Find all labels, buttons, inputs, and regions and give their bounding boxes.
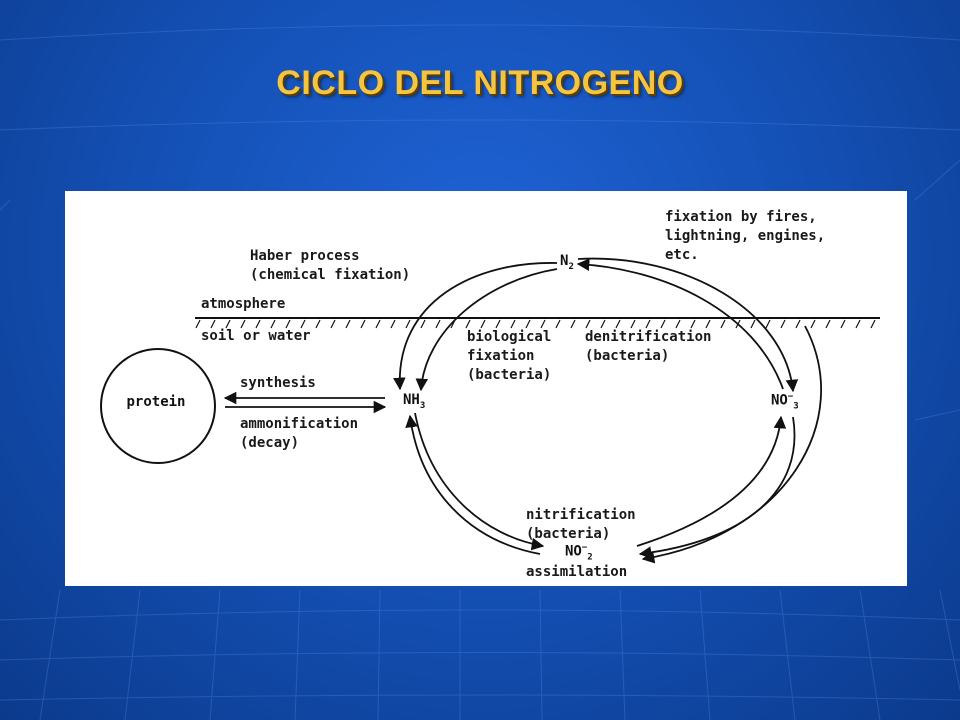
node-no3-base: NO — [771, 392, 788, 409]
label-soil-water: soil or water — [201, 328, 311, 344]
cycle-arrows — [195, 257, 880, 564]
label-denitrification: denitrification (bacteria) — [585, 329, 712, 364]
arrow-no3-to-no2 — [638, 416, 796, 559]
protein-circle — [100, 348, 216, 464]
arrow-denitrification — [576, 258, 784, 390]
label-atmosphere: atmosphere — [201, 296, 286, 312]
node-no3-sup: − — [787, 392, 794, 402]
node-no2: NO−2 — [565, 543, 593, 562]
node-n2: N2 — [560, 253, 574, 272]
nitrogen-cycle-diagram: protein N2 NH3 NO−3 NO−2 Haber process (… — [65, 191, 907, 586]
node-no3: NO−3 — [771, 392, 799, 411]
arrow-outer-return — [641, 325, 822, 564]
node-nh3-base: NH — [403, 392, 420, 408]
node-no2-sub: 2 — [587, 552, 593, 563]
node-nh3-sub: 3 — [419, 400, 426, 411]
label-haber-process: Haber process (chemical fixation) — [250, 248, 411, 283]
node-no2-sup: − — [581, 543, 588, 553]
arrow-no2-to-nh3 — [405, 414, 541, 555]
node-nh3: NH3 — [403, 392, 425, 411]
node-no2-base: NO — [565, 543, 582, 560]
label-fires-fixation: fixation by fires, lightning, engines, e… — [665, 209, 826, 263]
arrow-no2-to-no3 — [636, 415, 787, 547]
label-synthesis: synthesis — [240, 375, 316, 391]
protein-label: protein — [126, 394, 186, 410]
label-ammonification: ammonification (decay) — [240, 416, 359, 451]
arrow-haber — [393, 262, 558, 391]
label-assimilation: assimilation — [526, 564, 628, 580]
node-no3-sub: 3 — [793, 401, 799, 412]
label-nitrification: nitrification (bacteria) — [526, 507, 636, 542]
arrow-nh3-to-no2 — [414, 412, 545, 551]
arrow-biological-fixation — [415, 268, 558, 392]
node-n2-base: N — [560, 253, 569, 269]
label-biological-fixation: biological fixation (bacteria) — [467, 329, 552, 383]
node-n2-sub: 2 — [568, 261, 574, 272]
slide-title: CICLO DEL NITROGENO — [276, 64, 684, 102]
arrow-fires-fixation — [577, 257, 799, 393]
ground-line — [195, 317, 880, 329]
